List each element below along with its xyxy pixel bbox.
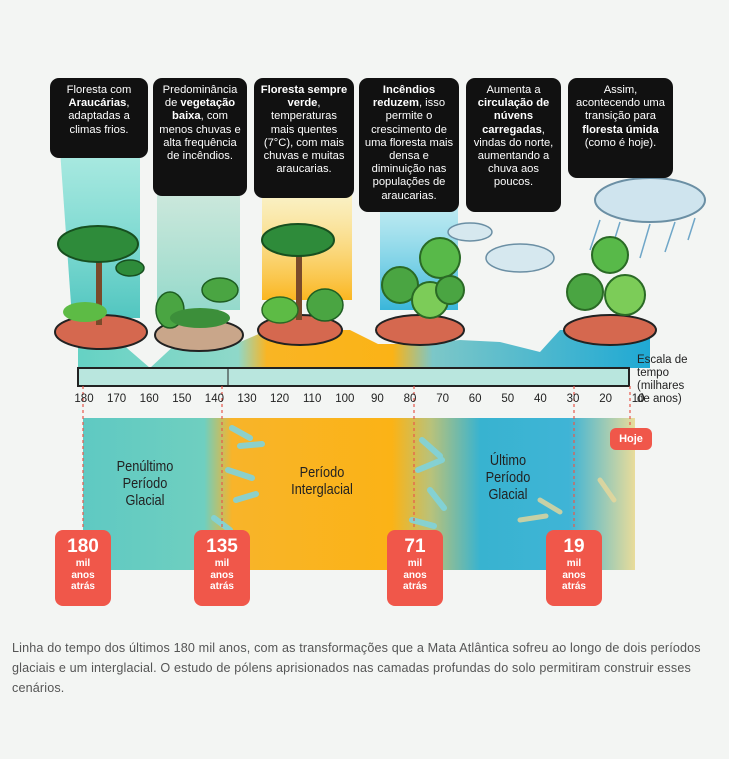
date-badge-unit: atrás — [562, 581, 586, 592]
timeline-tick-label: 110 — [303, 393, 322, 405]
date-badge-value: 135 — [206, 536, 238, 557]
stage-1-bubble: Floresta com Araucárias, adaptadas a cli… — [50, 78, 148, 158]
timeline-tick-label: 180 — [74, 393, 94, 405]
date-badge-unit: mil — [75, 558, 91, 569]
date-badge-71: 71 mil anos atrás — [387, 530, 443, 606]
date-badge-unit: atrás — [210, 581, 234, 592]
timeline-tick-label: 170 — [107, 393, 127, 405]
bubble-bold-text: circulação de núvens carregadas — [477, 97, 550, 136]
forest-scene-5-icon — [563, 236, 657, 346]
forest-scene-3-icon — [257, 223, 344, 346]
bubble-text: , vindas do norte, aumentando a chuva ao… — [473, 123, 554, 189]
date-badge-180: 180 mil anos atrás — [55, 530, 111, 606]
scale-label: Escala de tempo (milhares de anos) — [637, 354, 688, 406]
bubble-text: , isso permite o crescimento de uma flor… — [364, 97, 454, 202]
stage-6-bubble: Assim, acontecendo uma transição para fl… — [568, 78, 673, 178]
date-badge-unit: atrás — [403, 581, 427, 592]
period-label-line: Último — [489, 452, 527, 469]
timeline-tick-label: 10 — [631, 393, 645, 405]
timeline-tick-label: 30 — [566, 393, 580, 405]
period-label-line: Período — [122, 475, 168, 492]
forest-scene-4-icon — [375, 237, 465, 346]
period-label-line: Período — [299, 464, 345, 481]
scale-label-line: Escala de — [637, 354, 688, 366]
period-last-glacial: Último Período Glacial — [474, 452, 542, 503]
period-label-line: Interglacial — [291, 481, 353, 498]
bubble-text: , com menos chuvas e alta frequência de … — [159, 110, 241, 163]
date-badge-unit: anos — [210, 569, 234, 581]
date-badge-unit: mil — [407, 558, 423, 569]
timeline-tick-label: 80 — [403, 393, 417, 405]
timeline-tick-label: 50 — [501, 393, 515, 405]
date-badge-unit: anos — [71, 569, 95, 581]
infographic-background — [54, 150, 706, 570]
bubble-text: , adaptadas a climas frios. — [68, 97, 130, 136]
today-badge: Hoje — [610, 428, 652, 450]
timeline-tick-label: 120 — [270, 393, 290, 405]
period-penultimate-glacial: Penúltimo Período Glacial — [107, 458, 184, 509]
timeline-infographic: Floresta com Araucárias, adaptadas a cli… — [50, 78, 706, 606]
bubble-bold-text: Incêndios reduzem — [372, 84, 436, 110]
date-badge-unit: mil — [566, 558, 582, 569]
timeline-tick-label: 60 — [468, 393, 482, 405]
date-badge-value: 71 — [404, 536, 426, 557]
scale-label-line: tempo — [637, 367, 669, 379]
date-badge-unit: anos — [562, 569, 586, 581]
stage-5-bubble: Aumenta a circulação de núvens carregada… — [466, 78, 561, 212]
forest-scene-1-icon — [54, 225, 148, 350]
timeline-tick-label: 150 — [172, 393, 192, 405]
bubble-bold-text: floresta úmida — [582, 123, 659, 136]
date-badge-19: 19 mil anos atrás — [546, 530, 602, 606]
stage-2-bubble: Predominância de vegetação baixa, com me… — [153, 78, 247, 196]
stage-3-bubble: Floresta sempre verde, temperaturas mais… — [254, 78, 354, 198]
stage-4-bubble: Incêndios reduzem, isso permite o cresci… — [359, 78, 459, 212]
timeline-tick-label: 100 — [335, 393, 355, 405]
timeline-tick-label: 20 — [599, 393, 612, 405]
timeline-tick-label: 40 — [533, 393, 547, 405]
bubble-text: Assim, acontecendo uma transição para — [576, 84, 665, 123]
figure-caption: Linha do tempo dos últimos 180 mil anos,… — [12, 640, 701, 695]
period-label-line: Penúltimo — [116, 458, 174, 475]
period-label-line: Glacial — [125, 492, 165, 509]
period-label-line: Glacial — [488, 486, 528, 503]
date-badge-unit: anos — [403, 569, 427, 581]
timeline-tick-label: 130 — [237, 393, 257, 405]
period-label-line: Período — [485, 469, 531, 486]
timeline-tick-label: 70 — [436, 393, 449, 405]
date-badge-unit: atrás — [71, 581, 95, 592]
forest-scene-2-icon — [154, 277, 244, 352]
date-badge-unit: mil — [214, 558, 230, 569]
bubble-bold-text: vegetação baixa — [172, 97, 236, 123]
bubble-bold-text: Araucárias — [68, 97, 127, 110]
timeline-tick-label: 140 — [204, 393, 224, 405]
scale-label-line: de anos) — [637, 393, 682, 405]
date-badge-value: 180 — [67, 536, 99, 557]
bubble-text: Aumenta a — [486, 84, 541, 96]
bubble-text: Floresta com — [66, 84, 132, 96]
bubble-text: Predominância de — [162, 84, 238, 110]
period-interglacial: Período Interglacial — [280, 464, 365, 498]
bubble-bold-text: Floresta sempre verde — [260, 84, 348, 110]
bubble-text: (como é hoje). — [584, 136, 657, 149]
scale-label-line: (milhares — [637, 380, 685, 392]
date-badge-value: 19 — [563, 536, 585, 557]
date-badge-135: 135 mil anos atrás — [194, 530, 250, 606]
bubble-text: , temperaturas mais quentes (7°C), com m… — [263, 97, 345, 176]
timeline-tick-label: 90 — [370, 393, 384, 405]
timeline-tick-label: 160 — [139, 393, 159, 405]
